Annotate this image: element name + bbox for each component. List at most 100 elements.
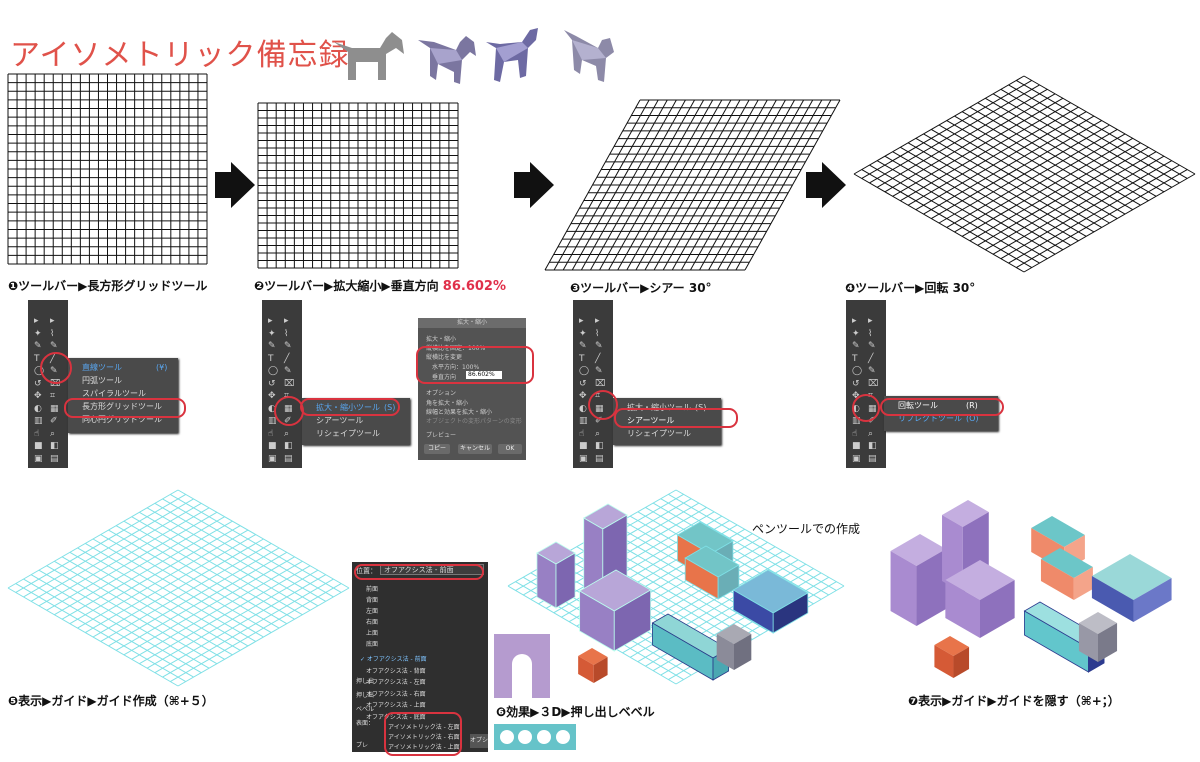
flyout-item-spiral[interactable]: スパイラルツール [82,389,146,398]
tool-icon[interactable]: ☝ [34,428,40,439]
position-option[interactable]: オフアクシス法 - 背面 [366,667,426,675]
tool-icon[interactable]: ✎ [579,341,587,351]
tool-icon[interactable]: ☝ [268,428,274,439]
position-option[interactable]: 前面 [366,586,379,593]
tool-icons[interactable]: ▸▸✦⌇✎✎T╱◯✎↺⌧✥⌗◐▦▥✐☝⌕■◧▣▤ [262,300,302,468]
tool-icon[interactable]: ▣ [34,453,43,464]
tool-icon[interactable]: ✦ [852,328,860,339]
tool-icon[interactable]: ✎ [868,341,876,351]
tool-icon[interactable]: ✐ [50,416,58,426]
tool-icon[interactable]: ▤ [868,453,877,464]
tool-icon[interactable]: T [34,353,40,364]
tool-icon[interactable]: ▥ [852,416,861,426]
tool-icon[interactable]: ╱ [284,353,290,364]
tool-icon[interactable]: ╱ [868,353,874,364]
tool-icon[interactable]: ✎ [284,341,292,351]
position-option[interactable]: オフアクシス法 - 右面 [366,690,426,698]
tool-icon[interactable]: ✦ [268,328,276,339]
options-button[interactable]: オプシ [470,734,488,748]
copy-button[interactable]: コピー [424,444,450,454]
tool-icon[interactable]: ▸ [50,316,55,326]
tool-icon[interactable]: ✥ [579,391,587,401]
tool-icon[interactable]: ╱ [595,353,601,364]
tool-icon[interactable]: ⌕ [868,428,874,439]
position-option[interactable]: オフアクシス法 - 底面 [366,713,426,721]
horizontal-field[interactable]: 水平方向：100% [432,364,480,371]
position-option[interactable]: ✓ オフアクシス法 - 前面 [360,656,427,663]
ok-button[interactable]: OK [498,444,522,454]
flyout-item-reshape[interactable]: リシェイプツール [627,429,691,438]
tool-icon[interactable]: T [268,353,274,364]
flyout-item-scale[interactable]: 拡大・縮小ツール(S) [316,403,396,412]
position-option[interactable]: 底面 [366,641,379,648]
tool-icon[interactable]: ↺ [268,378,276,389]
preview-checkbox[interactable]: プレビュー [426,432,457,439]
dialog-checkbox[interactable]: パターンの変形 [480,418,522,425]
tool-icon[interactable]: ☝ [852,428,858,439]
tool-icon[interactable]: ✎ [268,341,276,351]
dialog-checkbox[interactable]: オブジェクトの変形 [426,418,481,425]
position-option[interactable]: 背面 [366,597,379,604]
tool-icon[interactable]: ■ [579,441,588,451]
position-option[interactable]: アイソメトリック法 - 左面 [388,724,460,731]
tool-icon[interactable]: ▤ [595,453,604,464]
tool-icon[interactable]: ✎ [34,341,42,351]
tool-icon[interactable]: ◧ [868,441,877,451]
tool-icon[interactable]: ◐ [268,403,276,414]
tool-icon[interactable]: ▣ [579,453,588,464]
tool-icon[interactable]: ▦ [50,403,59,414]
tool-icons[interactable]: ▸▸✦⌇✎✎T╱◯✎↺⌧✥⌗◐▦▥✐☝⌕■◧▣▤ [846,300,886,468]
dialog-radio-nonuniform[interactable]: 縦横比を変更 [426,354,463,361]
flyout-item-reflect[interactable]: リフレクトツール(O) [898,414,979,423]
tool-icon[interactable]: ◧ [595,441,604,451]
flyout-item-polar-grid[interactable]: 同心円グリッドツール [82,415,162,424]
tool-icon[interactable]: ⌇ [50,328,55,339]
tool-icon[interactable]: ▥ [268,416,277,426]
tool-icon[interactable]: ⌕ [284,428,290,439]
position-option[interactable]: アイソメトリック法 - 上面 [388,744,460,751]
tool-icon[interactable]: ↺ [852,378,860,389]
position-option[interactable]: 上面 [366,630,379,637]
flyout-item-rotate[interactable]: 回転ツール(R) [898,401,978,410]
dialog-checkbox[interactable]: 線幅と効果を拡大・縮小 [426,409,493,416]
tool-icon[interactable]: ▣ [268,453,277,464]
cancel-button[interactable]: キャンセル [458,444,492,454]
tool-icon[interactable]: ◐ [34,403,42,414]
tool-icon[interactable]: ☝ [579,428,585,439]
flyout-item-reshape[interactable]: リシェイプツール [316,429,380,438]
flyout-item-scale[interactable]: 拡大・縮小ツール(S) [627,403,707,412]
tool-icon[interactable]: ✥ [34,391,42,401]
dialog-label[interactable]: 縦横比を固定：100% [426,345,486,352]
tool-icon[interactable]: ◯ [579,366,590,376]
tool-icon[interactable]: ⌇ [595,328,600,339]
tool-icon[interactable]: ■ [268,441,277,451]
tool-icon[interactable]: ▣ [852,453,861,464]
tool-icon[interactable]: ▸ [34,316,39,326]
tool-icon[interactable]: ✐ [595,416,603,426]
tool-icon[interactable]: ▸ [284,316,289,326]
tool-icon[interactable]: ✎ [595,366,603,376]
tool-icon[interactable]: ⌇ [284,328,289,339]
tool-icon[interactable]: ◯ [268,366,279,376]
tool-icon[interactable]: T [579,353,585,364]
position-option[interactable]: 右面 [366,619,379,626]
tool-icon[interactable]: ✦ [34,328,42,339]
tool-icon[interactable]: ✎ [852,341,860,351]
tool-icon[interactable]: ■ [34,441,43,451]
tool-icon[interactable]: ⌧ [284,378,295,389]
tool-icons[interactable]: ▸▸✦⌇✎✎T╱◯✎↺⌧✥⌗◐▦▥✐☝⌕■◧▣▤ [28,300,68,468]
tool-icon[interactable]: ↺ [34,378,42,389]
tool-icon[interactable]: ▤ [50,453,59,464]
tool-icon[interactable]: ▸ [268,316,273,326]
preview-checkbox[interactable]: プレ [356,742,369,749]
tool-icon[interactable]: ■ [852,441,861,451]
tool-icon[interactable]: ▤ [284,453,293,464]
tool-icon[interactable]: T [852,353,858,364]
flyout-item-rect-grid[interactable]: 長方形グリッドツール [82,402,162,411]
tool-icon[interactable]: ▥ [34,416,43,426]
tool-icon[interactable]: ◯ [34,366,45,376]
tool-icon[interactable]: ▸ [595,316,600,326]
tool-icon[interactable]: ✎ [50,341,58,351]
position-option[interactable]: アイソメトリック法 - 右面 [388,734,460,741]
tool-icon[interactable]: ⌧ [595,378,606,389]
